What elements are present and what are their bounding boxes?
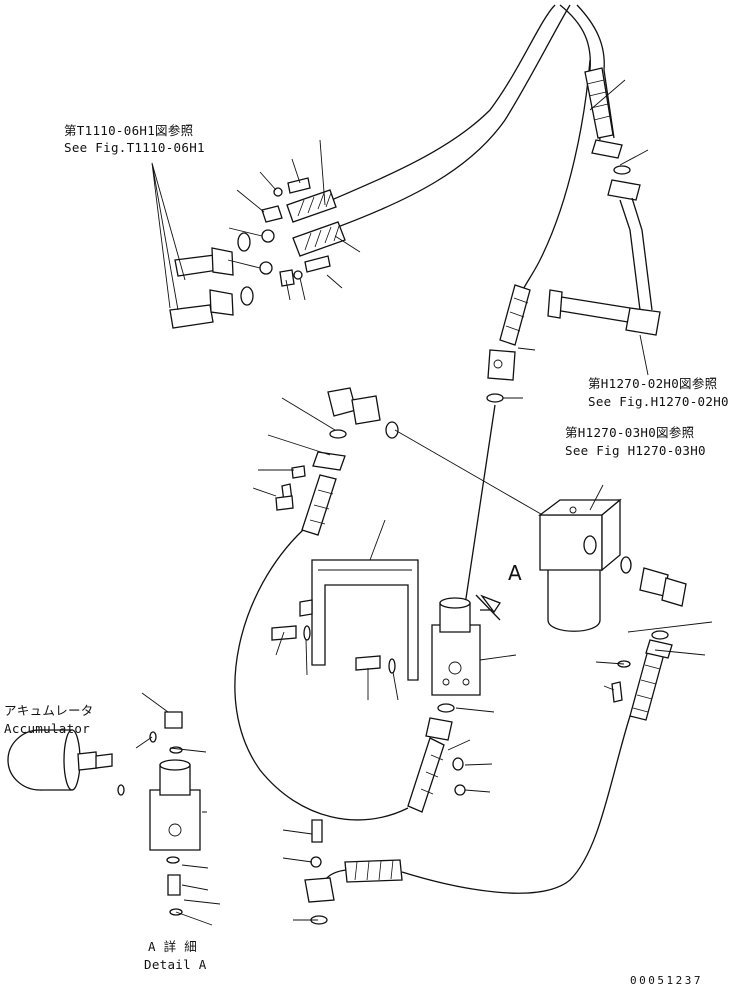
upper-left-fittings <box>169 177 331 329</box>
detail-a-assembly <box>7 711 201 916</box>
hose-sleeves <box>286 67 665 883</box>
detail-a-label-en: Detail A <box>144 957 207 972</box>
ref-h1270-03-jp: 第H1270-03H0図参照 <box>565 425 695 440</box>
upper-right-pipe <box>547 139 661 336</box>
document-number: 00051237 <box>630 974 703 987</box>
ref-t1110-jp: 第T1110-06H1図参照 <box>64 123 194 138</box>
detail-a-label-jp: A 詳 細 <box>148 939 198 954</box>
ref-t1110-en: See Fig.T1110-06H1 <box>64 140 205 155</box>
ref-h1270-02-jp: 第H1270-02H0図参照 <box>588 376 718 391</box>
ref-h1270-02-en: See Fig.H1270-02H0 <box>588 394 729 409</box>
leader-lines <box>135 79 713 926</box>
view-arrow-label: A <box>508 561 522 585</box>
lower-right-fittings <box>310 630 673 925</box>
left-swivel-fitting <box>275 387 561 526</box>
upper-long-hoses <box>319 4 615 301</box>
accumulator-label-jp: アキュムレータ <box>4 703 94 718</box>
mounting-bracket <box>271 559 419 681</box>
ref-h1270-03-en: See Fig H1270-03H0 <box>565 443 706 458</box>
accumulator-label-en: Accumulator <box>4 721 91 736</box>
hydraulic-filter <box>538 498 687 632</box>
central-fitting <box>464 349 516 606</box>
lower-hose-loops <box>234 529 631 903</box>
valve-a <box>425 594 501 741</box>
